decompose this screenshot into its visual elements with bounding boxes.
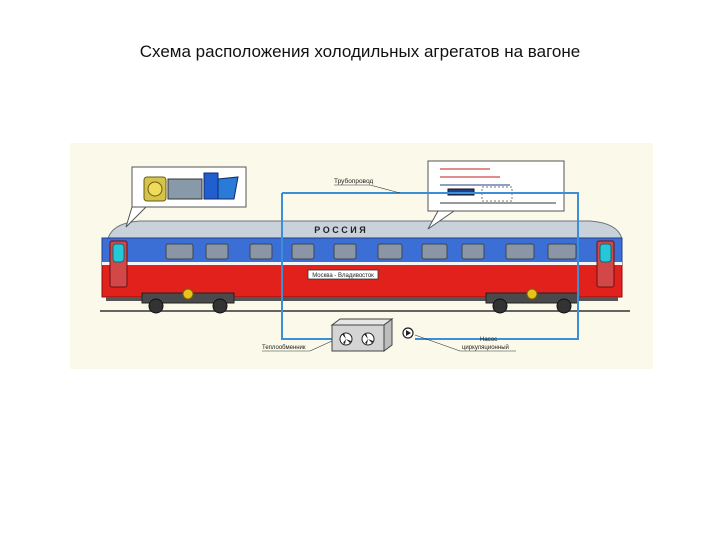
window-row xyxy=(165,243,577,260)
car-window xyxy=(165,243,194,260)
bogie-left xyxy=(141,288,235,314)
car-window xyxy=(461,243,485,260)
pump-arrow-icon xyxy=(406,330,411,336)
route-plate-text: Москва - Владивосток xyxy=(312,273,374,279)
car-lettering: Р О С С И Я xyxy=(314,225,365,235)
car-window xyxy=(249,243,273,260)
route-plate xyxy=(307,269,379,280)
car-stripe xyxy=(102,262,622,265)
car-window xyxy=(547,243,577,260)
pipeline-loop xyxy=(281,192,579,340)
car-window xyxy=(421,243,448,260)
car-window xyxy=(377,243,403,260)
pump-label: Насос xyxy=(480,337,497,343)
heat-exchanger-leader xyxy=(309,340,333,352)
heat-exchanger-box xyxy=(330,318,394,352)
car-window xyxy=(291,243,315,260)
page-title: Схема расположения холодильных агрегатов… xyxy=(139,42,581,61)
car-body-red xyxy=(101,263,623,298)
car-window xyxy=(505,243,535,260)
car-skirt xyxy=(106,297,618,301)
car-window xyxy=(333,243,357,260)
car-window xyxy=(205,243,229,260)
pump-sublabel: циркуляционный xyxy=(462,344,509,351)
car-roof xyxy=(107,220,623,240)
diagram-panel: Р О С С И Я Москва - Владивосток xyxy=(70,143,653,369)
right-door-window xyxy=(599,243,612,263)
pump-leader xyxy=(414,334,461,352)
pipeline-label: Трубопровод xyxy=(334,177,373,185)
right-unit-inset xyxy=(427,160,565,230)
left-door-window xyxy=(112,243,125,263)
heat-exchanger-label: Теплообменник xyxy=(262,345,306,351)
left-unit-inset xyxy=(125,166,247,228)
bogie-right xyxy=(485,288,579,314)
railcar-diagram: Р О С С И Я Москва - Владивосток xyxy=(100,160,630,352)
pipeline-leader xyxy=(369,184,401,194)
